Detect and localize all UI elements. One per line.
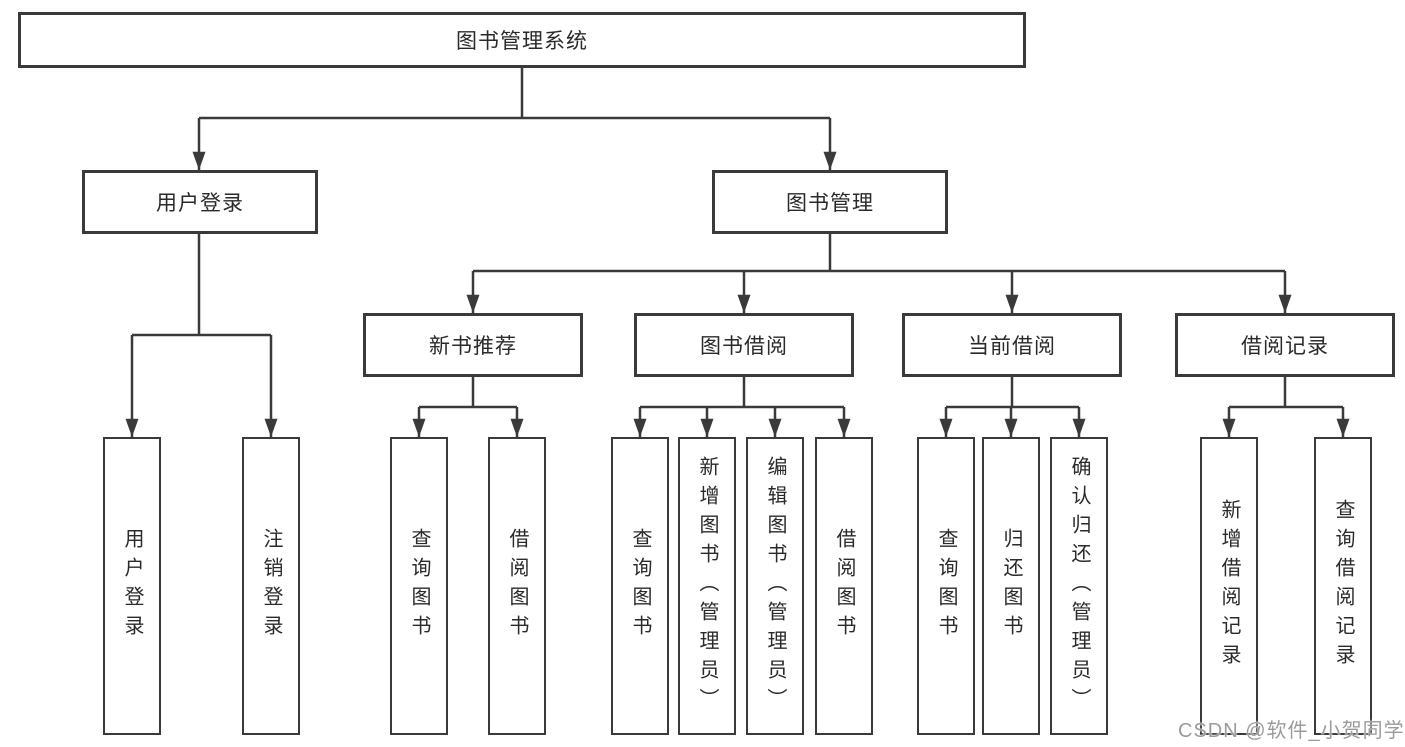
edge-bookmgmt-trunk bbox=[473, 234, 1285, 273]
node-leaf-borrow-books-recommend: 借阅图书 bbox=[488, 437, 546, 735]
node-user-login: 用户登录 bbox=[82, 170, 318, 234]
node-label: 新增图书（管理员） bbox=[696, 455, 718, 717]
node-label: 新书推荐 bbox=[429, 335, 517, 358]
node-leaf-borrow-books: 借阅图书 bbox=[815, 437, 873, 735]
edge-userlogin-trunk bbox=[132, 234, 271, 337]
node-label: 借阅记录 bbox=[1241, 335, 1329, 358]
node-label: 查询借阅记录 bbox=[1332, 499, 1354, 673]
node-book-borrowing: 图书借阅 bbox=[634, 313, 854, 377]
node-label: 确认归还（管理员） bbox=[1068, 455, 1090, 717]
node-label: 当前借阅 bbox=[968, 335, 1056, 358]
node-label: 图书管理系统 bbox=[456, 30, 588, 53]
node-label: 查询图书 bbox=[935, 528, 957, 644]
node-leaf-edit-books-admin: 编辑图书（管理员） bbox=[746, 437, 804, 735]
node-label: 编辑图书（管理员） bbox=[764, 455, 786, 717]
node-borrowing-records: 借阅记录 bbox=[1175, 313, 1395, 377]
node-label: 注销登录 bbox=[260, 528, 282, 644]
node-leaf-logout: 注销登录 bbox=[242, 437, 300, 735]
node-label: 图书借阅 bbox=[700, 335, 788, 358]
node-leaf-return-books: 归还图书 bbox=[982, 437, 1040, 735]
node-label: 用户登录 bbox=[156, 192, 244, 215]
edge-current-trunk bbox=[946, 377, 1079, 409]
node-label: 查询图书 bbox=[408, 528, 430, 644]
edge-records-trunk bbox=[1229, 377, 1343, 409]
node-new-book-recommend: 新书推荐 bbox=[363, 313, 583, 377]
edge-newbook-trunk bbox=[419, 377, 517, 409]
node-label: 借阅图书 bbox=[833, 528, 855, 644]
node-label: 归还图书 bbox=[1000, 528, 1022, 644]
node-leaf-query-borrow-record: 查询借阅记录 bbox=[1314, 437, 1372, 735]
edge-borrow-trunk bbox=[640, 377, 844, 409]
node-leaf-user-login: 用户登录 bbox=[103, 437, 161, 735]
node-leaf-query-books-borrow: 查询图书 bbox=[611, 437, 669, 735]
node-current-borrowing: 当前借阅 bbox=[902, 313, 1122, 377]
edge-root-trunk bbox=[199, 68, 830, 120]
node-leaf-query-books-current: 查询图书 bbox=[917, 437, 975, 735]
node-book-management: 图书管理 bbox=[712, 170, 948, 234]
node-label: 图书管理 bbox=[786, 192, 874, 215]
node-leaf-add-borrow-record: 新增借阅记录 bbox=[1200, 437, 1258, 735]
watermark: CSDN @软件_小贺同学 bbox=[1178, 720, 1405, 742]
node-leaf-add-books-admin: 新增图书（管理员） bbox=[678, 437, 736, 735]
node-leaf-confirm-return-admin: 确认归还（管理员） bbox=[1050, 437, 1108, 735]
node-label: 用户登录 bbox=[121, 528, 143, 644]
node-label: 借阅图书 bbox=[506, 528, 528, 644]
node-leaf-query-books-recommend: 查询图书 bbox=[390, 437, 448, 735]
node-label: 查询图书 bbox=[629, 528, 651, 644]
node-label: 新增借阅记录 bbox=[1218, 499, 1240, 673]
node-system-root: 图书管理系统 bbox=[18, 12, 1026, 68]
